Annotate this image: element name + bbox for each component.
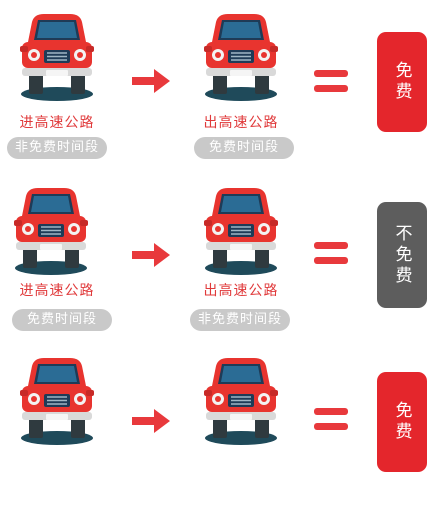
rule-row-1: 进高速公路 非免费时间段 出高速公路 免费时间段 免费 [0, 0, 435, 170]
right-caption: 出高速公路 [203, 283, 279, 299]
right-caption: 出高速公路 [203, 115, 279, 131]
equals-icon [314, 70, 348, 94]
car-front-icon [204, 13, 278, 102]
car-front-icon [20, 13, 94, 102]
car-front-icon [204, 187, 278, 276]
result-badge: 不免费 [377, 202, 427, 308]
left-time-pill: 非免费时间段 [7, 137, 107, 159]
left-caption: 进高速公路 [19, 115, 95, 131]
result-badge: 免费 [377, 372, 427, 472]
car-front-icon [204, 357, 278, 446]
result-badge: 免费 [377, 32, 427, 132]
arrow-right-icon [132, 69, 170, 93]
arrow-right-icon [132, 243, 170, 267]
car-front-icon [14, 187, 88, 276]
equals-icon [314, 408, 348, 432]
car-front-icon [20, 357, 94, 446]
rule-row-2: 进高速公路 免费时间段 出高速公路 非免费时间段 不免费 [0, 178, 435, 348]
arrow-right-icon [132, 409, 170, 433]
left-caption: 进高速公路 [19, 283, 95, 299]
rule-row-3: 免费 [0, 350, 435, 520]
right-time-pill: 免费时间段 [194, 137, 294, 159]
equals-icon [314, 242, 348, 266]
left-time-pill: 免费时间段 [12, 309, 112, 331]
right-time-pill: 非免费时间段 [190, 309, 290, 331]
